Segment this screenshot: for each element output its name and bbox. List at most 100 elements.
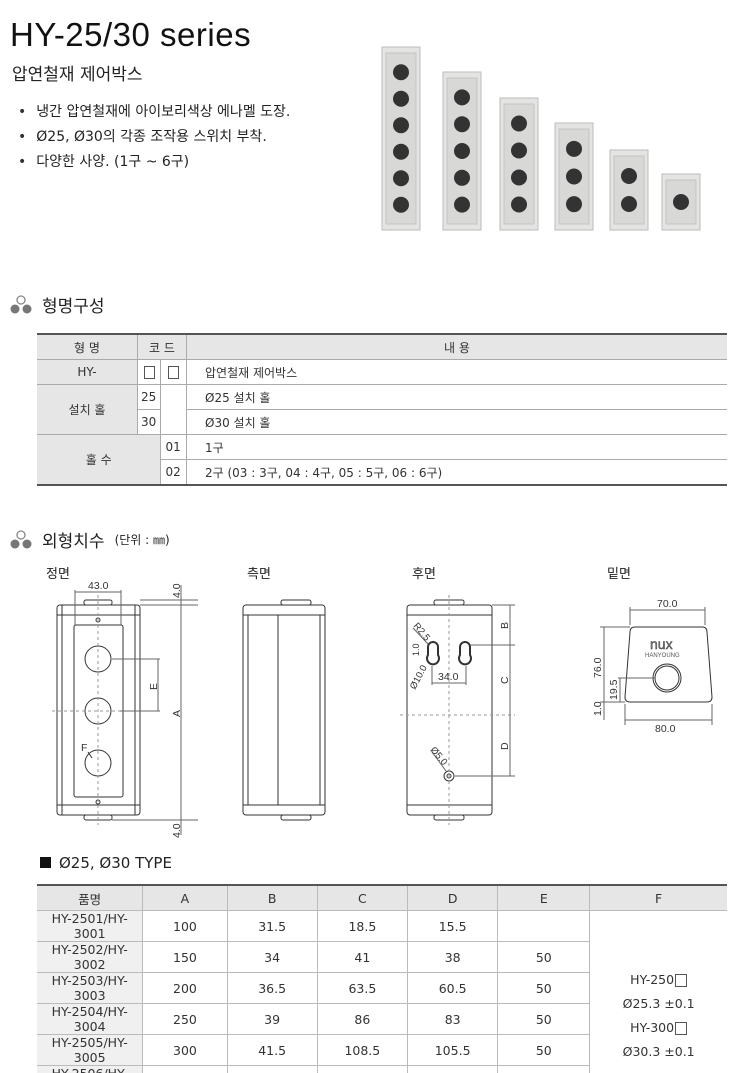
logo-nux: nux (650, 636, 673, 652)
mount-hole (566, 168, 582, 185)
f-value: Ø25.3 ±0.1 (622, 995, 695, 1011)
product-name-cell: HY-2502/HY-3002 (37, 941, 144, 973)
mount-hole (621, 168, 637, 184)
row-content: 2구 (03 : 3구, 04 : 4구, 05 : 5구, 06 : 6구) (186, 459, 727, 486)
control-box-1-hole (661, 173, 701, 231)
dim-bottom-top: 70.0 (657, 598, 678, 610)
mount-hole (393, 90, 409, 107)
row-content: Ø25 설치 홀 (186, 384, 727, 410)
section-header-model: 형명구성 (10, 292, 105, 317)
column-header: 품명 (37, 884, 144, 911)
dim-B: B (499, 622, 511, 629)
code: 25 (136, 384, 162, 410)
dim-bottom-height: 76.0 (592, 657, 604, 678)
mount-hole (454, 116, 470, 133)
rear-view-drawing (400, 595, 515, 825)
feature-item: Ø25, Ø30의 각종 조작용 스위치 부착. (18, 125, 290, 150)
section-bullet-icon (10, 294, 32, 313)
table-row: 설치 홀 25 Ø25 설치 홀 (37, 384, 727, 435)
dim-F: F (81, 742, 87, 754)
dimension-cell: 350 (142, 1065, 228, 1073)
column-header: B (226, 884, 318, 911)
mount-hole (566, 140, 582, 157)
column-header: A (142, 884, 228, 911)
header-model: 형 명 (37, 333, 138, 360)
mount-hole (393, 170, 409, 187)
section-title: 외형치수 (42, 532, 105, 552)
dimension-cell: 60.5 (406, 972, 499, 1004)
unit-label: (단위 : ㎜) (114, 533, 170, 547)
product-name-cell: HY-2506/HY-3006 (37, 1065, 144, 1073)
mount-hole (566, 196, 582, 213)
code-box (675, 973, 688, 987)
logo-hanyoung: HANYOUNG (645, 653, 680, 659)
dimension-cell: 131 (316, 1065, 409, 1073)
dimension-cell: 41.5 (226, 1034, 318, 1066)
dimension-cell: 18.5 (316, 910, 409, 942)
f-value: HY-300 (590, 1016, 727, 1040)
page-title: HY-25/30 series (10, 16, 252, 53)
f-value: Ø30.3 ±0.1 (622, 1043, 695, 1059)
dim-bottom-hole: 19.5 (608, 679, 620, 700)
dimension-cell: 50 (497, 941, 590, 973)
side-view-drawing (242, 599, 326, 821)
dimension-cell: 50 (497, 1003, 590, 1035)
table-row: HY-2506/HY-30063504413112850 (37, 1065, 727, 1073)
f-value: HY-250 (590, 968, 727, 992)
code: 02 (160, 459, 187, 486)
section-header-dimensions: 외형치수 (단위 : ㎜) (10, 527, 170, 552)
dimension-cell: 41 (316, 941, 409, 973)
dimension-cell: 128 (406, 1065, 499, 1073)
control-box-6-hole (381, 46, 421, 231)
column-header: C (316, 884, 409, 911)
mount-hole (454, 169, 470, 186)
dim-front-bottom: 4.0 (171, 823, 183, 838)
dimension-cell: 108.5 (316, 1034, 409, 1066)
dimension-cell: 50 (497, 1034, 590, 1066)
mount-hole (393, 143, 409, 160)
column-header: D (406, 884, 499, 911)
dim-front-top: 4.0 (171, 583, 183, 598)
mount-hole (393, 117, 409, 134)
code: 01 (160, 434, 187, 460)
dim-D: D (499, 742, 511, 750)
row-content: 1구 (186, 434, 727, 460)
view-label-side: 측면 (247, 567, 271, 582)
control-box-3-hole (554, 122, 594, 231)
dim-pitch: 34.0 (438, 671, 459, 683)
mount-hole (393, 196, 409, 213)
dimension-cell: 36.5 (226, 972, 318, 1004)
control-box-2-hole (609, 149, 649, 231)
dim-A: A (171, 710, 183, 717)
mount-hole (454, 196, 470, 213)
dimension-cell: 150 (142, 941, 228, 973)
dimension-cell: 38 (406, 941, 499, 973)
view-label-bottom: 밑면 (607, 567, 631, 582)
row-label: HY- (37, 359, 138, 385)
dim-R: R2.5 (411, 621, 432, 643)
technical-drawings: 43.0 4.0 4.0 A E F R2.5 1.0 Ø10.0 34.0 Ø… (52, 580, 713, 838)
dimension-cell: 300 (142, 1034, 228, 1066)
dim-C: C (499, 676, 511, 684)
code-box (675, 1021, 688, 1035)
dimension-cell: 86 (316, 1003, 409, 1035)
column-header: E (497, 884, 591, 911)
row-content: 압연철재 제어박스 (186, 359, 727, 385)
dimension-cell: 200 (142, 972, 228, 1004)
dimension-cell: 100 (142, 910, 228, 942)
header-content: 내 용 (186, 333, 727, 360)
view-label-rear: 후면 (412, 567, 436, 582)
control-box-5-hole (442, 71, 482, 231)
table-row: HY- 압연철재 제어박스 (37, 359, 727, 385)
product-name-cell: HY-2503/HY-3003 (37, 972, 144, 1004)
control-box-4-hole (499, 97, 539, 231)
product-photo (381, 46, 701, 231)
product-name-cell: HY-2505/HY-3005 (37, 1034, 144, 1066)
product-name-cell: HY-2504/HY-3004 (37, 1003, 144, 1035)
